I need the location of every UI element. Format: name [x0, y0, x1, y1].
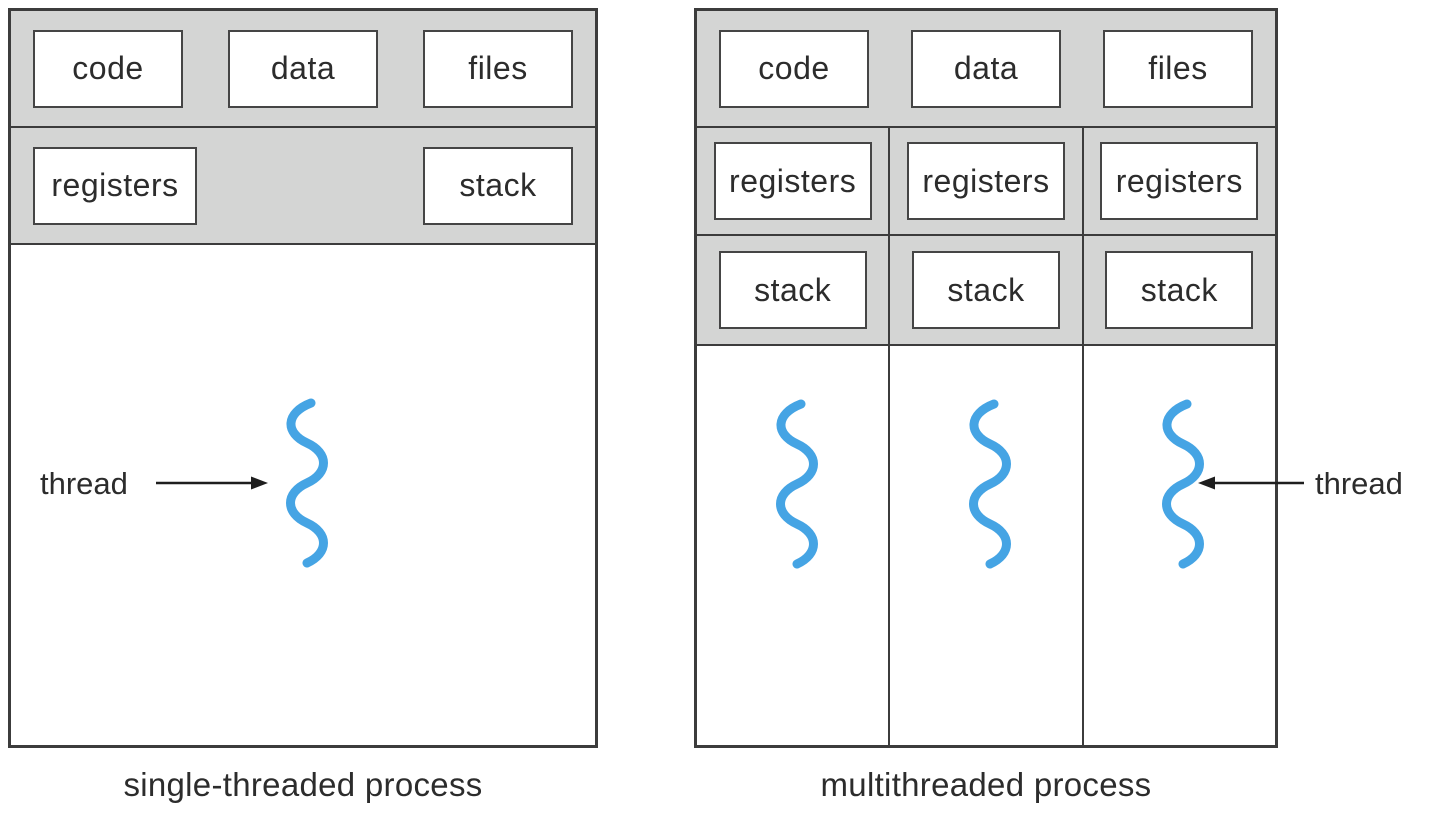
files-label: files — [1148, 50, 1208, 86]
stack-label: stack — [754, 271, 832, 308]
left-arrow-icon — [1198, 476, 1304, 490]
single-threaded-process-diagram: code data files registers stack — [8, 8, 598, 748]
thread-columns: registers stack registers — [697, 128, 1275, 745]
stack-cell: stack — [890, 236, 1082, 346]
thread-area — [11, 245, 595, 745]
registers-box: registers — [33, 146, 197, 225]
registers-label: registers — [1115, 162, 1243, 199]
files-box: files — [1103, 29, 1253, 108]
stack-box: stack — [718, 251, 867, 329]
caption-single-threaded: single-threaded process — [123, 766, 483, 803]
files-box: files — [423, 29, 573, 108]
registers-label: registers — [729, 162, 857, 199]
thread-squiggle-icon — [775, 399, 818, 569]
stack-box: stack — [1105, 251, 1254, 329]
code-box: code — [33, 29, 183, 108]
stack-box: stack — [423, 146, 573, 225]
thread-squiggle-icon — [1162, 399, 1205, 569]
thread-area — [890, 346, 1082, 745]
multithreaded-process-diagram: code data files registers stack — [694, 8, 1278, 748]
thread-squiggle-icon — [286, 398, 328, 568]
thread-annotation-right: thread — [1315, 466, 1403, 501]
caption-multithreaded: multithreaded process — [820, 766, 1152, 803]
thread-area — [697, 346, 889, 745]
thread-squiggle-icon — [969, 399, 1011, 569]
files-label: files — [468, 50, 528, 86]
code-box: code — [719, 29, 869, 108]
code-label: code — [758, 50, 830, 86]
registers-box: registers — [1100, 142, 1259, 220]
stack-label: stack — [459, 167, 537, 203]
thread-column-3: registers stack — [1081, 128, 1275, 745]
shared-resources-band: code data files — [11, 11, 595, 128]
stack-label: stack — [947, 271, 1025, 308]
data-label: data — [953, 50, 1019, 86]
data-label: data — [270, 50, 336, 86]
registers-label: registers — [922, 162, 1050, 199]
registers-label: registers — [51, 167, 179, 203]
registers-cell: registers — [1083, 128, 1275, 236]
thread-annotation-left: thread — [40, 466, 128, 501]
shared-resources-band: code data files — [697, 11, 1275, 128]
stack-cell: stack — [1083, 236, 1275, 346]
registers-box: registers — [906, 142, 1065, 220]
registers-stack-band: registers stack — [11, 128, 595, 245]
stack-cell: stack — [697, 236, 889, 346]
right-arrow-icon — [156, 476, 268, 490]
data-box: data — [911, 29, 1061, 108]
registers-cell: registers — [697, 128, 889, 236]
thread-column-2: registers stack — [888, 128, 1082, 745]
registers-cell: registers — [890, 128, 1082, 236]
data-box: data — [228, 29, 378, 108]
registers-box: registers — [713, 142, 872, 220]
stack-label: stack — [1140, 271, 1218, 308]
thread-area — [1083, 346, 1275, 745]
stack-box: stack — [911, 251, 1060, 329]
code-label: code — [72, 50, 144, 86]
thread-column-1: registers stack — [697, 128, 889, 745]
